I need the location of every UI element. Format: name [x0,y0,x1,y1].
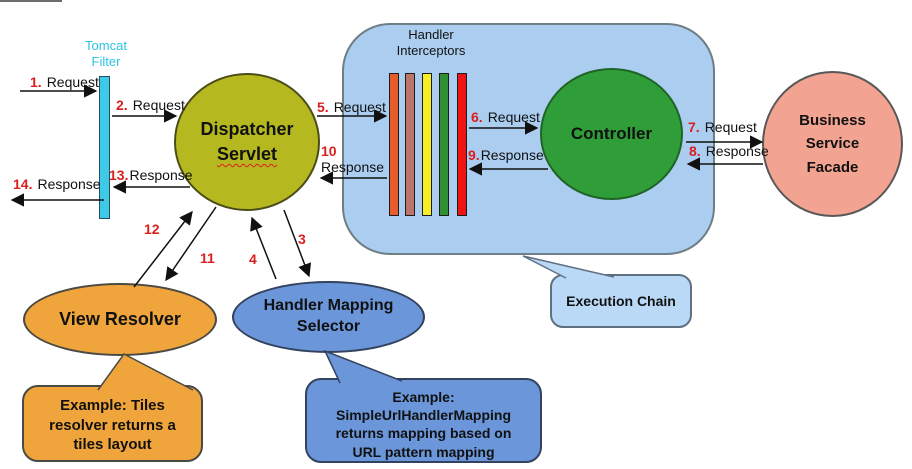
controller-node: Controller [540,68,683,200]
arrow-2-number: 2. [116,97,128,113]
view-resolver-example-bubble: Example: Tiles resolver returns a tiles … [22,385,203,462]
interceptor-bar-2 [405,73,415,216]
arrow-4-line [250,216,277,280]
view-resolver-example-text: Example: Tiles resolver returns a tiles … [49,397,176,453]
interceptor-bar-4 [439,73,449,216]
arrow-3-number: 3 [298,231,306,247]
arrow-12-line [133,210,193,288]
arrow-10-number: 10 [321,143,337,159]
tomcat-filter-bar [99,76,110,219]
handler-mapping-example-text: Example: SimpleUrlHandlerMapping returns… [335,389,512,460]
arrow-12-number: 12 [144,221,160,237]
dispatcher-servlet-node: Dispatcher Servlet [174,73,320,211]
arrow-6-word: Request [487,109,540,125]
arrow-11-number: 11 [200,250,215,266]
controller-label: Controller [570,124,653,143]
dispatcher-servlet-line2: Servlet [216,144,278,164]
arrow-14-number: 14. [13,176,33,192]
business-service-facade-label: Business Service Facade [799,112,866,176]
arrow-9-label: 9.Response [468,147,544,163]
arrow-8-label: 8.Response [689,143,769,159]
handler-mapping-selector-node: Handler Mapping Selector [232,281,425,353]
arrow-8-number: 8. [689,143,701,159]
dispatcher-servlet-line1: Dispatcher [200,118,294,139]
business-service-facade-node: Business Service Facade [762,71,903,217]
arrow-10-label: 10 Response [321,143,384,175]
arrow-13-word: Response [129,167,193,183]
handler-interceptors-label: Handler Interceptors [396,27,466,59]
arrow-13-label: 13.Response [109,167,193,183]
arrow-8-word: Response [705,143,769,159]
arrow-7-number: 7. [688,119,700,135]
view-resolver-label: View Resolver [59,309,181,329]
interceptor-bar-3 [422,73,432,216]
interceptor-bar-5 [457,73,467,216]
execution-chain-label: Execution Chain [566,293,676,309]
arrow-5-word: Request [333,99,386,115]
arrow-6-label: 6.Request [471,109,540,125]
arrow-1-number: 1. [30,74,42,90]
arrow-1-word: Request [46,74,99,90]
arrow-5-label: 5.Request [317,99,386,115]
handler-mapping-example-bubble: Example: SimpleUrlHandlerMapping returns… [305,378,542,463]
arrow-4-number: 4 [249,251,257,267]
execution-chain-callout: Execution Chain [550,274,692,328]
view-resolver-node: View Resolver [23,283,217,356]
interceptor-bar-1 [389,73,399,216]
arrow-9-word: Response [480,147,544,163]
arrow-2-word: Request [132,97,185,113]
arrow-2-label: 2.Request [116,97,185,113]
arrow-11-line [165,206,217,282]
arrow-13-number: 13. [109,167,129,183]
arrow-1-label: 1.Request [30,74,99,90]
arrow-14-word: Response [37,176,101,192]
arrow-7-label: 7.Request [688,119,757,135]
arrow-10-word: Response [321,159,385,175]
handler-mapping-selector-label: Handler Mapping Selector [263,297,394,335]
arrow-14-label: 14.Response [13,176,101,192]
arrow-7-word: Request [704,119,757,135]
arrow-9-number: 9. [468,147,480,163]
top-edge-artifact [0,0,62,2]
dispatcher-servlet-label: Dispatcher Servlet [200,117,293,167]
tomcat-filter-label: Tomcat Filter [85,38,127,70]
arrow-6-number: 6. [471,109,483,125]
arrow-5-number: 5. [317,99,329,115]
